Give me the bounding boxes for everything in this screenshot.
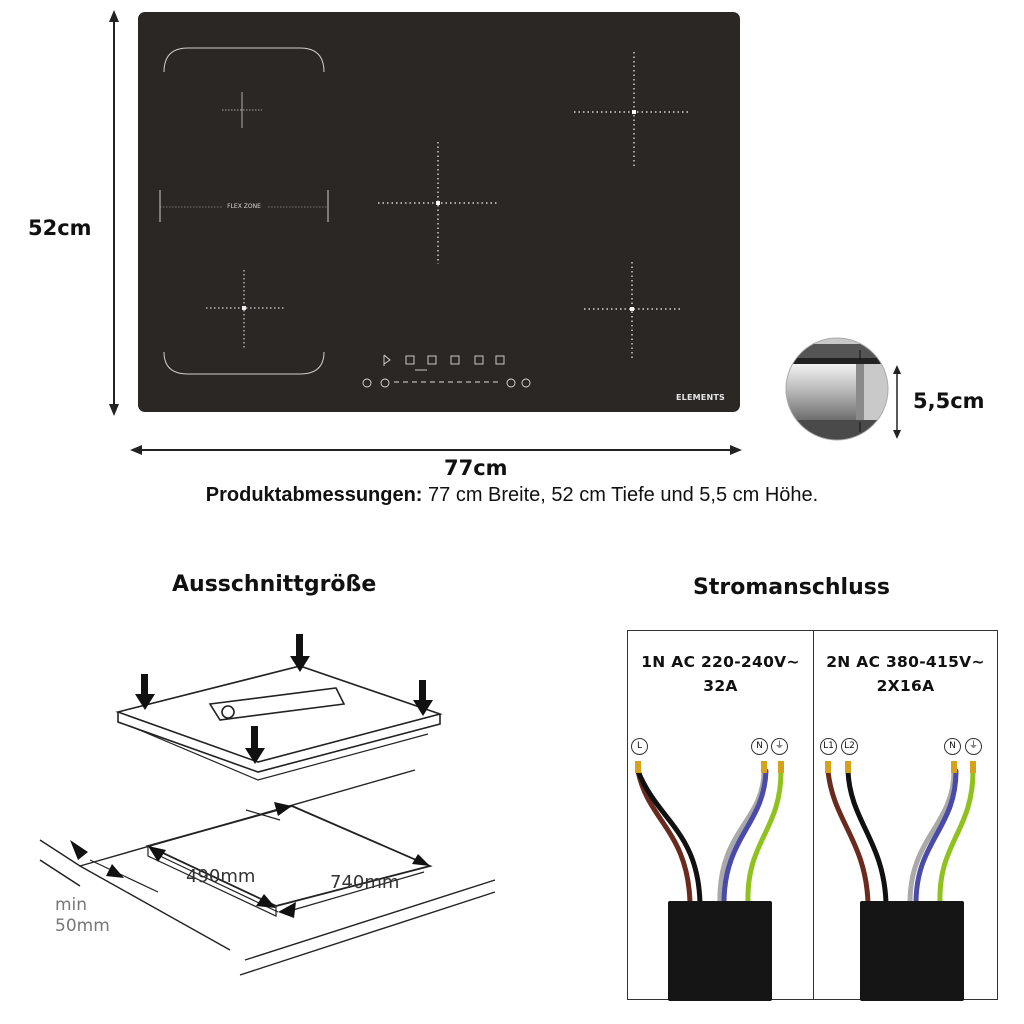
terminal-earth2: ⏚ <box>965 738 982 755</box>
terminal-n: N <box>751 738 768 755</box>
cable-sheath-2 <box>860 901 964 1001</box>
option2-current: 2X16A <box>876 677 935 695</box>
brand-logo: ELEMENTS <box>676 393 725 402</box>
induction-hob <box>138 12 740 412</box>
terminal-n2: N <box>944 738 961 755</box>
flex-zone-label: FLEX ZONE <box>227 203 261 210</box>
width-dimension-label: 77cm <box>444 456 508 480</box>
power-connection-table: 1N AC 220-240V~ 32A 2N AC 380-415V~ 2X16… <box>627 630 998 1001</box>
table-divider <box>813 631 814 999</box>
hob-markings <box>159 47 690 388</box>
cutout-depth-label: 490mm <box>186 866 256 887</box>
product-dimensions-caption: Produktabmessungen: 77 cm Breite, 52 cm … <box>0 484 1024 507</box>
min-distance-line1: min <box>55 895 88 915</box>
depth-dimension-label: 5,5cm <box>913 389 985 413</box>
terminal-l2: L2 <box>841 738 858 755</box>
cutout-width-label: 740mm <box>330 872 400 893</box>
hob-edge-closeup <box>785 337 889 441</box>
terminal-l: L <box>631 738 648 755</box>
min-distance-line2: 50mm <box>55 916 110 936</box>
wiring-diagram <box>635 761 976 906</box>
min-distance-label: min 50mm <box>55 895 110 937</box>
cable-sheath-1 <box>668 901 772 1001</box>
power-title: Stromanschluss <box>693 575 890 600</box>
option2-voltage: 2N AC 380-415V~ <box>826 653 985 671</box>
terminal-l1: L1 <box>820 738 837 755</box>
dimension-arrows <box>109 10 901 455</box>
caption-bold: Produktabmessungen: <box>205 484 423 506</box>
option1-current: 32A <box>703 677 738 695</box>
cutout-diagram <box>39 634 496 976</box>
height-dimension-label: 52cm <box>28 216 92 240</box>
option1-voltage: 1N AC 220-240V~ <box>641 653 800 671</box>
caption-text: 77 cm Breite, 52 cm Tiefe und 5,5 cm Höh… <box>422 484 819 506</box>
terminal-earth: ⏚ <box>771 738 788 755</box>
cutout-title: Ausschnittgröße <box>172 572 377 597</box>
